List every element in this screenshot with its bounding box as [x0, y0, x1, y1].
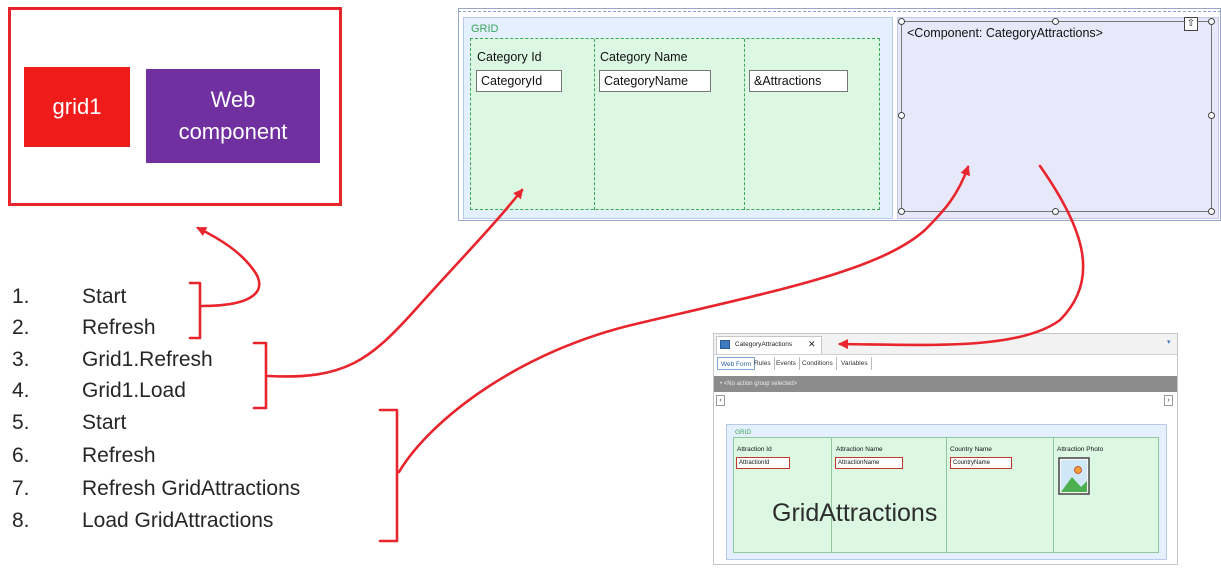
- resize-handle[interactable]: [1208, 112, 1215, 119]
- web-component-label-line1: Web: [210, 87, 256, 112]
- resize-handle[interactable]: [1052, 18, 1059, 25]
- step-6: 6.Refresh: [12, 444, 156, 467]
- field-countryname[interactable]: CountryName: [950, 457, 1012, 469]
- grid-label: GRID: [471, 23, 499, 35]
- grid-column-divider: [946, 438, 947, 552]
- column-header-category-name: Category Name: [600, 50, 688, 64]
- column-header-category-id: Category Id: [477, 50, 542, 64]
- subtab-events[interactable]: Events: [773, 357, 800, 370]
- web-component-box: Web component: [146, 69, 320, 163]
- tab-categoryattractions[interactable]: CategoryAttractions: [716, 336, 822, 354]
- grid-column-divider: [1053, 438, 1054, 552]
- step-4: 4.Grid1.Load: [12, 379, 186, 402]
- bracket-steps-1-2: [188, 281, 202, 340]
- column-header-country-name: Country Name: [950, 446, 992, 453]
- action-group-label: • <No action group selected>: [720, 381, 798, 387]
- subtab-conditions[interactable]: Conditions: [799, 357, 837, 370]
- move-up-icon[interactable]: ⇧: [1184, 17, 1198, 31]
- subtab-rules[interactable]: Rules: [751, 357, 775, 370]
- close-icon[interactable]: ✕: [808, 339, 816, 349]
- step-5: 5.Start: [12, 411, 127, 434]
- window-grid-label: GRID: [735, 429, 752, 436]
- chevron-down-icon[interactable]: ▾: [1167, 339, 1171, 346]
- grid-column-divider: [594, 39, 595, 210]
- field-attractions-variable[interactable]: &Attractions: [749, 70, 848, 92]
- arrow-to-diagram: [196, 226, 261, 308]
- resize-handle[interactable]: [1208, 208, 1215, 215]
- step-1: 1.Start: [12, 285, 127, 308]
- grid1-box: grid1: [24, 67, 130, 147]
- grid-column-divider: [744, 39, 745, 210]
- action-group-bar: [714, 376, 1177, 392]
- web-component-area[interactable]: [897, 17, 1219, 219]
- image-icon[interactable]: [1058, 457, 1090, 495]
- step-2: 2.Refresh: [12, 316, 156, 339]
- subtab-variables[interactable]: Variables: [838, 357, 872, 370]
- arrow-to-web-component: [397, 165, 971, 474]
- resize-handle[interactable]: [898, 112, 905, 119]
- resize-handle[interactable]: [1208, 18, 1215, 25]
- column-header-attraction-photo: Attraction Photo: [1057, 446, 1104, 453]
- scroll-right-icon[interactable]: ›: [1164, 395, 1173, 406]
- subtab-web-form[interactable]: Web Form: [717, 357, 756, 370]
- bracket-steps-5-8: [378, 408, 399, 543]
- step-7: 7.Refresh GridAttractions: [12, 477, 301, 500]
- field-categoryid[interactable]: CategoryId: [476, 70, 562, 92]
- column-header-attraction-name: Attraction Name: [836, 446, 883, 453]
- web-component-label-line2: component: [178, 119, 288, 144]
- form-top-border: [458, 11, 1221, 12]
- field-categoryname[interactable]: CategoryName: [599, 70, 711, 92]
- resize-handle[interactable]: [1052, 208, 1059, 215]
- resize-handle[interactable]: [898, 18, 905, 25]
- grid-attractions-caption: GridAttractions: [772, 499, 938, 527]
- resize-handle[interactable]: [898, 208, 905, 215]
- arrow-component-to-window: [838, 164, 1085, 350]
- arrow-to-grid: [266, 188, 524, 378]
- webpanel-icon: [720, 340, 730, 349]
- grid1-label: grid1: [52, 94, 102, 119]
- web-component-label: <Component: CategoryAttractions>: [907, 26, 1103, 40]
- column-header-attraction-id: Attraction Id: [737, 446, 772, 453]
- scroll-left-icon[interactable]: ‹: [716, 395, 725, 406]
- bracket-steps-3-4: [252, 341, 268, 410]
- step-3: 3.Grid1.Refresh: [12, 348, 213, 371]
- step-8: 8.Load GridAttractions: [12, 509, 274, 532]
- grid-control[interactable]: [470, 38, 880, 210]
- field-attractionname[interactable]: AttractionName: [835, 457, 903, 469]
- grid-column-divider: [831, 438, 832, 552]
- field-attractionid[interactable]: AttractionId: [736, 457, 790, 469]
